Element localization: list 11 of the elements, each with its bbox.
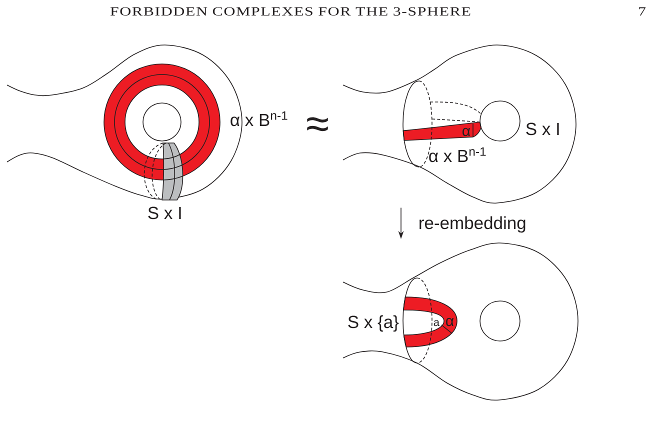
math-label: S x {a} bbox=[348, 315, 399, 332]
math-label: a bbox=[434, 320, 440, 326]
running-head: FORBIDDEN COMPLEXES FOR THE 3-SPHERE bbox=[110, 7, 470, 16]
math-label: α bbox=[462, 128, 470, 136]
edge-label: re-embedding bbox=[420, 216, 526, 233]
math-label: α bbox=[446, 318, 454, 326]
math-label: S x I bbox=[526, 122, 559, 136]
math-label: α x B$^{n-1}$ bbox=[230, 111, 288, 126]
page-number: 7 bbox=[639, 7, 646, 16]
math-label: α x B$^{n-1}$ bbox=[429, 147, 486, 162]
approx-sign: ≈ bbox=[307, 117, 328, 132]
